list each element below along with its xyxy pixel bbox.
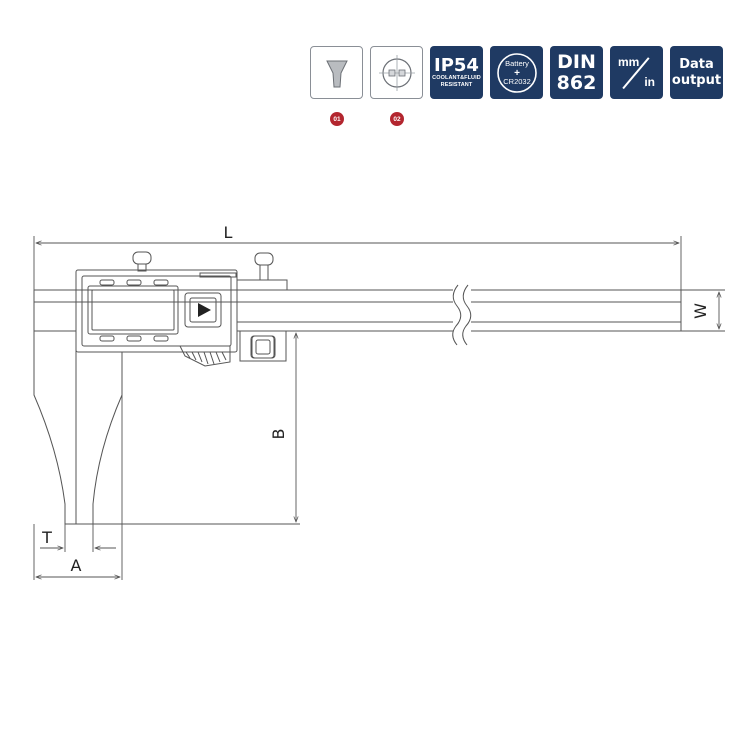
fine-adjust-wheel — [179, 345, 231, 367]
main-beam — [33, 284, 682, 346]
badge-square-point — [370, 46, 423, 99]
square-point-icon — [378, 54, 415, 91]
battery-icon: Battery + CR2032 — [496, 52, 537, 93]
data-line1: Data — [679, 56, 714, 72]
din-line1: DIN — [557, 50, 596, 73]
din-line2: 862 — [556, 71, 597, 94]
battery-plus: + — [514, 68, 520, 79]
badge-din: DIN 862 — [550, 46, 603, 99]
lcd-display — [87, 285, 179, 335]
dimension-W-label: W — [691, 303, 710, 319]
feature-badges: IP54 COOLANT&FLUID RESISTANT Battery + C… — [310, 46, 723, 99]
fixed-jaw — [33, 331, 77, 525]
badge-mm-in: mm in — [610, 46, 663, 99]
slider-body — [75, 269, 238, 353]
top-knob — [132, 251, 152, 265]
badge-knife-edge-jaw — [310, 46, 363, 99]
dimension-A-label: A — [71, 556, 82, 575]
unit-mm: mm — [618, 55, 640, 69]
dimension-L-label: L — [224, 223, 233, 242]
ip-line1: COOLANT&FLUID — [432, 75, 481, 81]
battery-type: CR2032 — [503, 77, 531, 86]
ip-rating: IP54 — [434, 55, 479, 76]
play-button — [184, 292, 222, 328]
sliding-jaw — [75, 352, 123, 525]
knife-edge-jaw-icon — [325, 60, 348, 87]
ip-line2: RESISTANT — [440, 82, 473, 88]
dimension-B-label: B — [269, 429, 288, 440]
play-triangle — [198, 303, 211, 317]
badge-data-output: Data output — [670, 46, 723, 99]
dimension-lines — [33, 236, 725, 580]
badge-battery: Battery + CR2032 — [490, 46, 543, 99]
badge-ip54: IP54 COOLANT&FLUID RESISTANT — [430, 46, 483, 99]
data-line2: output — [671, 72, 722, 88]
dimension-T-label: T — [41, 528, 52, 547]
battery-text: Battery — [505, 59, 529, 68]
feature-number-02: 02 — [390, 112, 404, 126]
unit-in: in — [644, 75, 655, 89]
feature-number-01: 01 — [330, 112, 344, 126]
lock-block — [236, 279, 288, 291]
